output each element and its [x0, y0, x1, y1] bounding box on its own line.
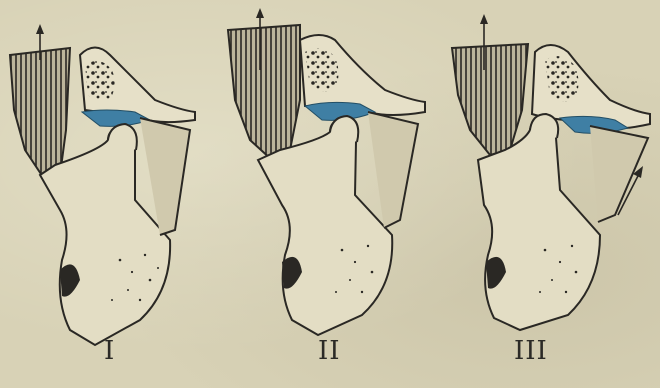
panel-3-drawing [452, 14, 650, 330]
panel-2-mandible [258, 118, 392, 335]
panel-label-1: I [104, 336, 115, 366]
panel-3-pull-arrowhead [480, 14, 488, 24]
panel-2-pterygoid-ligament [368, 112, 418, 228]
panel-label-2: II [318, 336, 341, 366]
panel-2-temporalis-muscle [228, 25, 300, 160]
panel-1-pull-arrowhead [36, 24, 44, 34]
panel-1-temporalis-muscle [10, 48, 70, 180]
panel-2-pull-arrowhead [256, 8, 264, 18]
panel-3-temporalis-muscle [452, 44, 528, 155]
panel-label-3: III [514, 336, 548, 366]
panel-2-drawing [228, 8, 425, 335]
panel-1-drawing [10, 24, 195, 345]
